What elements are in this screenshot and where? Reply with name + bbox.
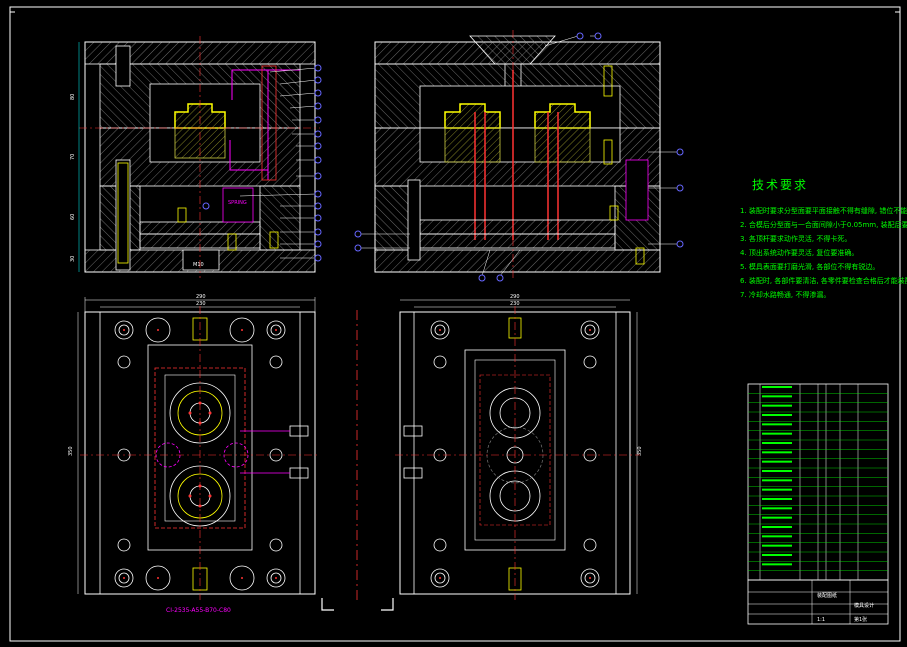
bom-row-mark: [762, 386, 792, 388]
bom-row-mark: [762, 498, 792, 500]
bom-row-mark: [762, 516, 792, 519]
bom-row-mark: [762, 507, 792, 510]
tech-line-7: 7. 冷却水路畅通, 不得渗漏。: [740, 291, 831, 299]
tech-line-4: 4. 顶出系统动作要灵活, 复位要准确。: [740, 249, 859, 257]
block-label: M10: [193, 262, 204, 268]
dim-height-left: 350: [68, 446, 74, 456]
tech-line-3: 3. 各顶杆要求动作灵活, 不得卡死。: [740, 235, 852, 243]
dim-80: 80: [70, 94, 76, 100]
bom-row-mark: [762, 432, 792, 435]
title-sheet: 第1张: [854, 616, 867, 623]
bom-row-mark: [762, 479, 792, 482]
bom-row-mark: [762, 460, 792, 463]
bom-row-mark: [762, 526, 792, 528]
tech-line-2: 2. 合模后分型面与一合面间隙小于0.05mm, 装配后要模具清洁。: [740, 221, 907, 229]
tech-line-5: 5. 模具表面要打磨光滑, 各部位不得有锐边。: [740, 263, 880, 271]
bom-row-mark: [762, 488, 792, 491]
dim-width-right: 290: [510, 294, 520, 300]
bom-row-mark: [762, 470, 792, 472]
bom-row-mark: [762, 451, 792, 454]
dim-30: 30: [70, 256, 76, 262]
bom-row-mark: [762, 535, 792, 538]
bill-of-materials: 装配图纸 模具设计 第1张 1:1: [747, 383, 889, 625]
bom-row-mark: [762, 544, 792, 547]
tech-requirements-title: 技术要求: [752, 178, 809, 192]
plan-view-right: 290 230 350: [395, 294, 643, 600]
bom-row-mark: [762, 423, 792, 426]
bom-row-mark: [762, 414, 792, 416]
title-drawing-name: 装配图纸: [817, 592, 837, 599]
bom-row-mark: [762, 442, 792, 444]
dim-width-left: 290: [196, 294, 206, 300]
section-view-left: SPRING 80 70 60 30 M10: [70, 36, 322, 278]
dim-70: 70: [70, 154, 76, 160]
spring-label: SPRING: [228, 200, 247, 206]
bom-row-mark: [762, 395, 792, 398]
mold-base-label: CI-2535-A55-B70-C80: [166, 607, 231, 614]
bom-row-mark: [762, 404, 792, 407]
dim-60: 60: [70, 214, 76, 220]
tech-line-6: 6. 装配时, 各部件要清洁, 各零件要检查合格后才能装配。: [740, 277, 907, 285]
dim-inner-right: 230: [510, 301, 520, 307]
drawing-border: [9, 6, 901, 642]
section-view-right: [354, 30, 684, 282]
dim-height-right: 350: [637, 446, 643, 456]
title-company: 模具设计: [854, 602, 874, 609]
bom-row-mark: [762, 563, 792, 566]
dim-inner-left: 230: [196, 301, 206, 307]
plan-view-left: 290 230 350: [68, 294, 320, 614]
bom-row-mark: [762, 554, 792, 556]
section-marker: [321, 598, 394, 611]
title-scale: 1:1: [817, 617, 825, 623]
tech-line-1: 1. 装配时要求分型面要平面接触不得有缝隙, 错位不能大于规定值。: [740, 207, 907, 215]
